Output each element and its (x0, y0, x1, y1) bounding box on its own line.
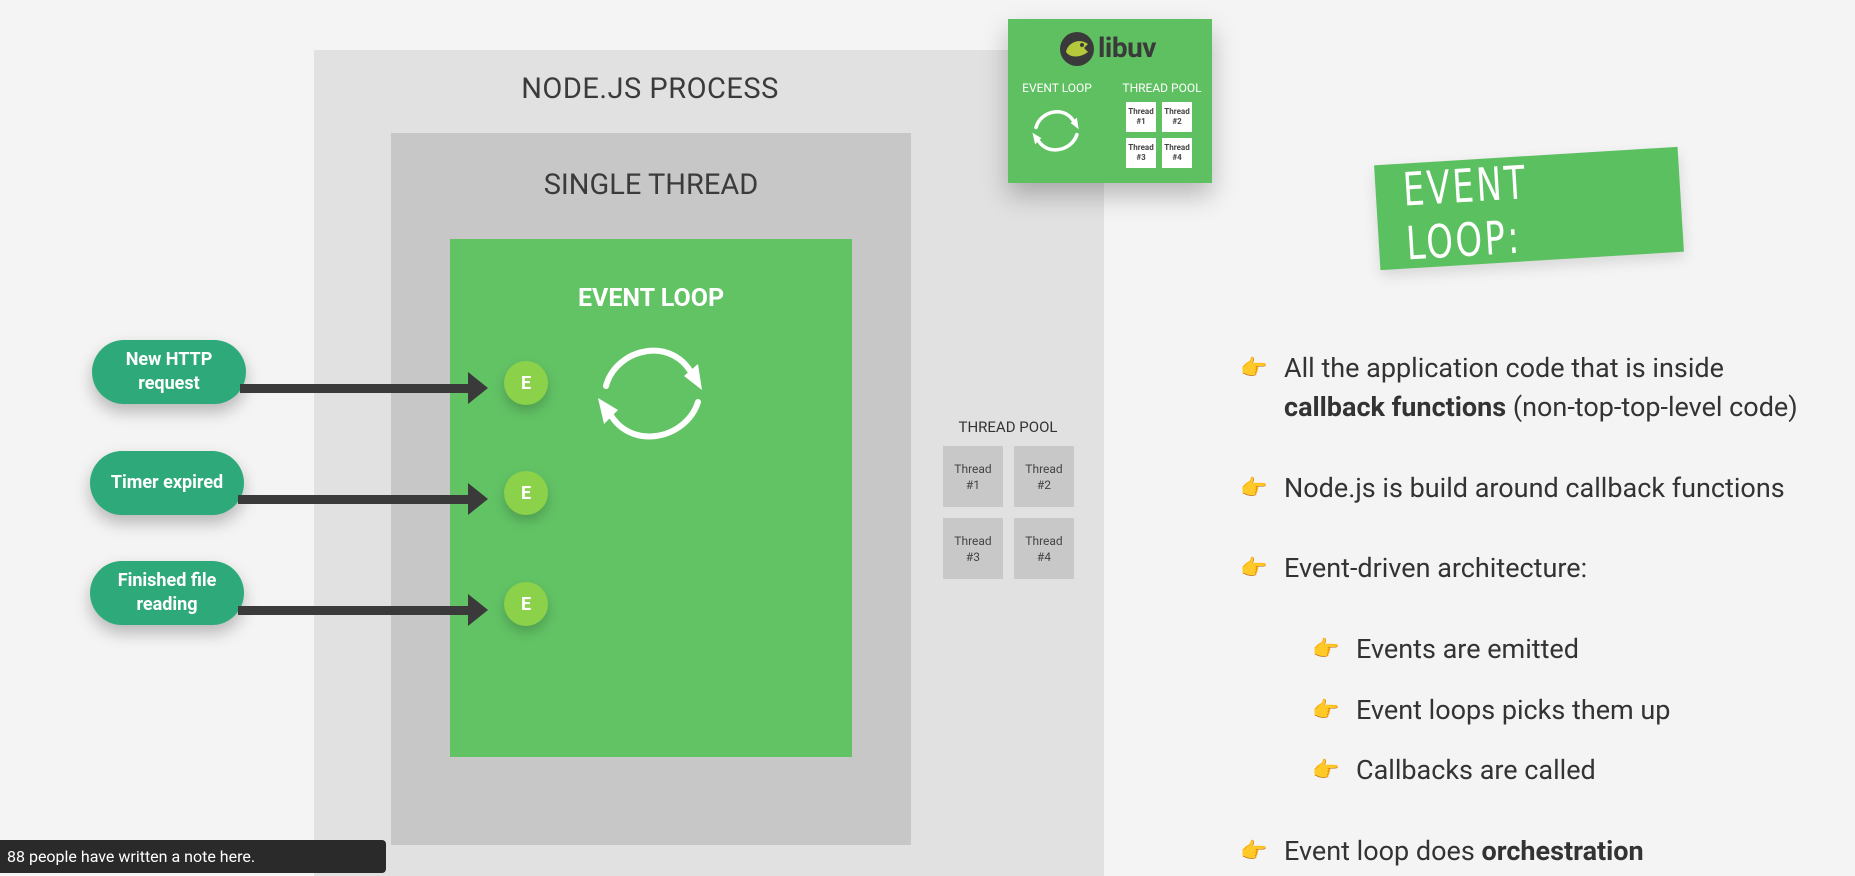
bullet-text-bold: callback functions (1284, 391, 1507, 423)
arrow-head-icon (468, 372, 488, 404)
thread-label: Thread #1 (1128, 107, 1154, 126)
libuv-card: libuv EVENT LOOP THREAD POOL Thread #1 T… (1008, 19, 1212, 183)
slide-title-card: EVENT LOOP: (1374, 146, 1684, 271)
libuv-thread-box: Thread #3 (1126, 138, 1156, 168)
bullet-item: 👉 Node.js is build around callback funct… (1240, 469, 1785, 508)
arrow-head-icon (468, 483, 488, 515)
libuv-dino-icon (1060, 32, 1094, 66)
bullet-text-bold: orchestration (1481, 835, 1644, 867)
slide-title: EVENT LOOP: (1401, 154, 1529, 271)
event-label: Timer expired (110, 472, 224, 493)
thread-pool-label: THREAD POOL (958, 418, 1058, 436)
pointing-hand-icon: 👉 (1312, 758, 1340, 783)
bullet-text: All the application code that is inside … (1284, 349, 1798, 427)
bullet-item: 👉 All the application code that is insid… (1240, 349, 1798, 427)
bullet-item: 👉 Event-driven architecture: (1240, 549, 1587, 588)
node-process-title: NODE.JS PROCESS (521, 72, 779, 106)
bullet-item: 👉 Event loop does orchestration (1240, 832, 1644, 871)
sub-bullet-item: 👉 Callbacks are called (1312, 751, 1596, 790)
libuv-thread-box: Thread #4 (1162, 138, 1192, 168)
pointing-hand-icon: 👉 (1240, 839, 1268, 864)
thread-label: Thread #2 (1164, 107, 1190, 126)
event-marker: E (504, 361, 548, 405)
event-loop-title: EVENT LOOP (577, 284, 725, 313)
thread-label: Thread #3 (1128, 143, 1154, 162)
event-marker: E (504, 582, 548, 626)
event-pill-timer: Timer expired (90, 451, 244, 515)
notes-banner[interactable]: 88 people have written a note here. (0, 840, 386, 873)
bullet-text: Callbacks are called (1356, 754, 1596, 786)
thread-box: Thread #4 (1014, 518, 1074, 579)
loop-arrows-icon (598, 347, 702, 440)
event-pill-http: New HTTP request (92, 340, 246, 404)
libuv-thread-box: Thread #1 (1126, 102, 1156, 132)
pointing-hand-icon: 👉 (1312, 637, 1340, 662)
bullet-text: Events are emitted (1356, 633, 1579, 665)
event-marker: E (504, 471, 548, 515)
event-arrow-line (240, 384, 470, 393)
bullet-text: Node.js is build around callback functio… (1284, 472, 1785, 504)
pointing-hand-icon: 👉 (1240, 356, 1268, 381)
thread-box: Thread #3 (943, 518, 1003, 579)
thread-label: Thread #2 (1025, 461, 1063, 492)
pointing-hand-icon: 👉 (1312, 698, 1340, 723)
bullet-text-line2: (non-top-top-level code) (1506, 391, 1798, 423)
libuv-logo-text: libuv (1098, 31, 1156, 64)
bullet-text: Event-driven architecture: (1284, 552, 1588, 584)
thread-label: Thread #1 (954, 461, 992, 492)
thread-label: Thread #4 (1164, 143, 1190, 162)
event-arrow-line (238, 606, 470, 615)
thread-box: Thread #1 (943, 446, 1003, 507)
pointing-hand-icon: 👉 (1240, 476, 1268, 501)
pointing-hand-icon: 👉 (1240, 556, 1268, 581)
arrow-head-icon (468, 594, 488, 626)
sub-bullet-item: 👉 Event loops picks them up (1312, 691, 1670, 730)
single-thread-title: SINGLE THREAD (543, 168, 759, 202)
bullet-text-pre: Event loop does (1284, 835, 1482, 867)
libuv-event-loop-label: EVENT LOOP (1022, 81, 1092, 95)
event-pill-file: Finished file reading (90, 561, 244, 625)
bullet-text: Event loops picks them up (1356, 694, 1671, 726)
thread-label: Thread #3 (954, 533, 992, 564)
thread-label: Thread #4 (1025, 533, 1063, 564)
thread-box: Thread #2 (1014, 446, 1074, 507)
libuv-loop-icon (1032, 109, 1079, 152)
event-label: New HTTP request (125, 349, 213, 394)
libuv-thread-pool-label: THREAD POOL (1122, 81, 1202, 95)
event-label: Finished file reading (117, 570, 217, 615)
libuv-thread-box: Thread #2 (1162, 102, 1192, 132)
event-arrow-line (238, 495, 470, 504)
sub-bullet-item: 👉 Events are emitted (1312, 630, 1579, 669)
bullet-text: Event loop does orchestration (1284, 832, 1644, 871)
bullet-text-line1: All the application code that is inside (1284, 352, 1724, 384)
